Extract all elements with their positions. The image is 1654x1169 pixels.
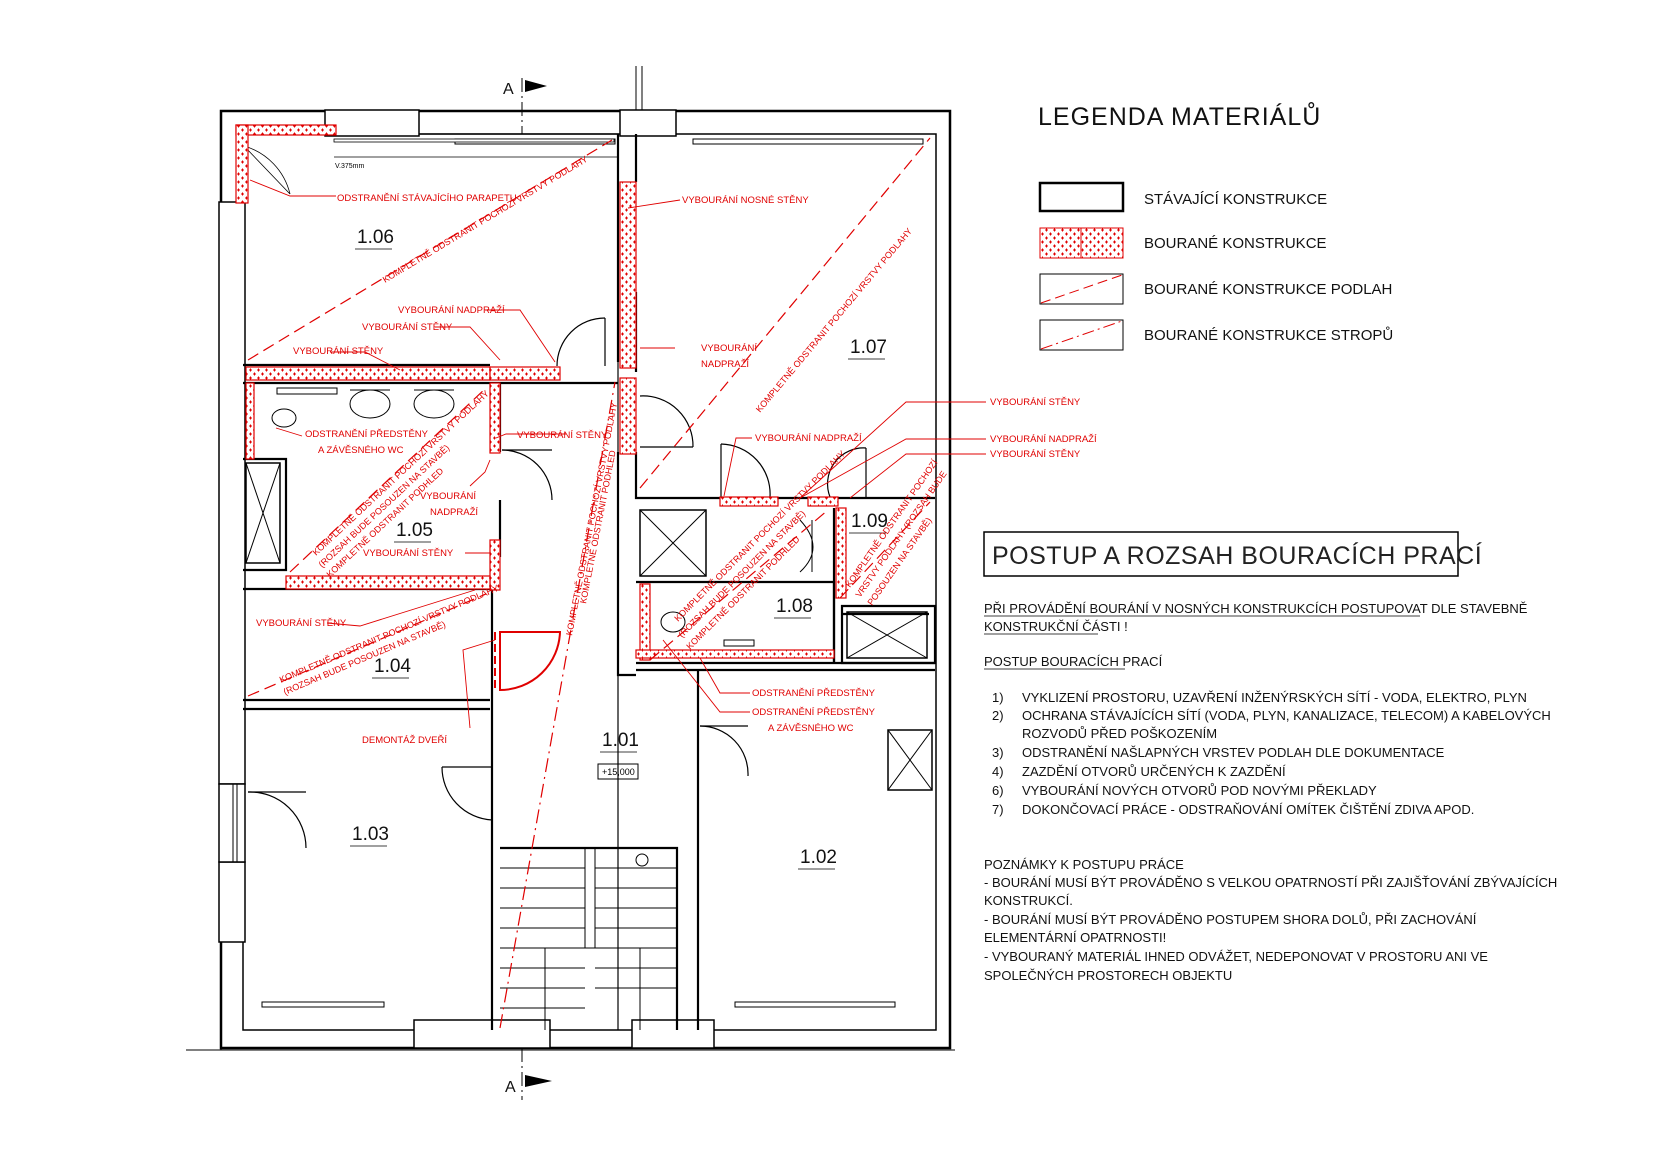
step-number: 3) [992,745,1004,760]
step-number: 7) [992,802,1004,817]
procedure-intro-2: KONSTRUKČNÍ ČÁSTI ! [984,619,1128,634]
left-openings [218,201,246,943]
legend-title: LEGENDA MATERIÁLŮ [1038,100,1321,131]
level-mark: +15,000 [602,767,635,777]
procedure-intro-1: PŘI PROVÁDĚNÍ BOURÁNÍ V NOSNÝCH KONSTRUK… [984,601,1528,616]
legend-label-demolished: BOURANÉ KONSTRUKCE [1144,235,1327,252]
notes-line: ELEMENTÁRNÍ OPATRNOSTI! [984,930,1166,945]
demolished-walls [235,124,847,661]
procedure-steps: 1) VYKLIZENÍ PROSTORU, UZAVŘENÍ INŽENÝRS… [992,690,1551,817]
section-mark-bottom: A [505,1048,552,1100]
step-text: ZAZDĚNÍ OTVORŮ URČENÝCH K ZAZDĚNÍ [1022,764,1286,779]
note-107-floor: KOMPLETNĚ ODSTRANIT POCHOZÍ VRSTVY PODLA… [754,226,914,414]
note-bearing-wall: VYBOURÁNÍ NOSNÉ STĚNY [682,195,809,206]
step-text: ROZVODŮ PŘED POŠKOZENÍM [1022,726,1217,741]
note-wall-7: VYBOURÁNÍ STĚNY [990,449,1081,460]
room-105: 1.05 [396,520,433,541]
room-numbers: 1.06 1.07 1.05 1.09 1.08 1.04 1.01 +15,0… [350,227,888,870]
legend-item-ceiling: BOURANÉ KONSTRUKCE STROPŮ [1039,319,1393,351]
procedure-notes: POZNÁMKY K POSTUPU PRÁCE - BOURÁNÍ MUSÍ … [984,857,1557,983]
notes-line: KONSTRUKCÍ. [984,893,1073,908]
step-number: 2) [992,708,1004,723]
note-wall-5: VYBOURÁNÍ STĚNY [256,618,347,629]
step-text: ODSTRANĚNÍ NAŠLAPNÝCH VRSTEV PODLAH DLE … [1022,745,1445,760]
room-104: 1.04 [374,656,411,677]
note-lintel-2b: NADPRAŽÍ [701,359,749,370]
note-lintel-2a: VYBOURÁNÍ [701,343,757,354]
note-lintel-3a: VYBOURÁNÍ [420,491,476,502]
legend-label-ceiling: BOURANÉ KONSTRUKCE STROPŮ [1144,326,1393,344]
note-wall-3: VYBOURÁNÍ STĚNY [517,430,608,441]
note-lintel-3b: NADPRAŽÍ [430,507,478,518]
note-door-removal: DEMONTÁŽ DVEŘÍ [362,735,447,746]
room-107: 1.07 [850,337,887,358]
room-108: 1.08 [776,596,813,617]
legend-item-existing: STÁVAJÍCÍ KONSTRUKCE [1038,181,1327,213]
section-label-bottom: A [505,1079,516,1096]
note-wall-1: VYBOURÁNÍ STĚNY [362,322,453,333]
notes-line: POZNÁMKY K POSTUPU PRÁCE [984,857,1184,872]
legend-item-floor: BOURANÉ KONSTRUKCE PODLAH [1039,273,1392,305]
note-wall-2: VYBOURÁNÍ STĚNY [293,346,384,357]
note-remove-sill: ODSTRANĚNÍ STÁVAJÍCÍHO PARAPETU [337,193,517,204]
note-prewall-1b: A ZÁVĚSNÉHO WC [318,445,404,456]
demolition-procedure: POSTUP A ROZSAH BOURACÍCH PRACÍ PŘI PROV… [983,531,1557,983]
notes-line: - BOURÁNÍ MUSÍ BÝT PROVÁDĚNO S VELKOU OP… [984,875,1557,890]
interior-walls [243,134,937,1030]
shaft-boxes [245,462,933,791]
procedure-heading: POSTUP BOURACÍCH PRACÍ [984,654,1163,669]
note-wall-6: VYBOURÁNÍ STĚNY [990,397,1081,408]
legend-label-existing: STÁVAJÍCÍ KONSTRUKCE [1144,191,1327,208]
note-prewall-1a: ODSTRANĚNÍ PŘEDSTĚNY [305,429,429,440]
annotations: ODSTRANĚNÍ STÁVAJÍCÍHO PARAPETU VYBOURÁN… [256,193,1097,746]
floor-demolition-lines [247,137,931,1029]
step-text: VYBOURÁNÍ NOVÝCH OTVORŮ POD NOVÝMI PŘEKL… [1022,783,1377,798]
step-number: 1) [992,690,1004,705]
note-prewall-3b: A ZÁVĚSNÉHO WC [768,723,854,734]
room-106: 1.06 [357,227,394,248]
room-103: 1.03 [352,824,389,845]
note-106-floor: KOMPLETNĚ ODSTRANIT POCHOZÍ VRSTVY PODLA… [381,154,589,285]
notes-line: - VYBOURANÝ MATERIÁL IHNED ODVÁŽET, NEDE… [984,949,1488,964]
note-prewall-3a: ODSTRANĚNÍ PŘEDSTĚNY [752,707,876,718]
step-number: 4) [992,764,1004,779]
notes-line: - BOURÁNÍ MUSÍ BÝT PROVÁDĚNO POSTUPEM SH… [984,912,1477,927]
note-wall-4: VYBOURÁNÍ STĚNY [363,548,454,559]
note-109-b: VRSTVY PODLAHY (ROZSAH BUDE [853,469,948,599]
step-text: OCHRANA STÁVAJÍCÍCH SÍTÍ (VODA, PLYN, KA… [1022,708,1551,723]
room-101: 1.01 [602,730,639,751]
annotation-leaders [249,179,986,729]
section-mark-top: A [503,78,547,134]
note-104-scope: (ROZSAH BUDE POSOUZEN NA STAVBĚ) [282,619,447,697]
note-lintel-1: VYBOURÁNÍ NADPRAŽÍ [398,305,505,316]
note-lintel-4: VYBOURÁNÍ NADPRAŽÍ [755,433,862,444]
legend-item-demolished: BOURANÉ KONSTRUKCE [1039,227,1327,259]
note-lintel-5: VYBOURÁNÍ NADPRAŽÍ [990,434,1097,445]
window-height-label: V.375mm [335,163,364,170]
bottom-openings [261,1001,896,1049]
section-label-top: A [503,81,514,98]
note-108-scope: (ROZSAH BUDE POSOUZEN NA STAVBĚ) [676,508,807,639]
procedure-title: POSTUP A ROZSAH BOURACÍCH PRACÍ [992,541,1482,570]
top-windows [324,109,924,145]
step-text: VYKLIZENÍ PROSTORU, UZAVŘENÍ INŽENÝRSKÝC… [1022,690,1527,705]
room-102: 1.02 [800,847,837,868]
material-legend: LEGENDA MATERIÁLŮ STÁVAJÍCÍ KONSTRUKCE B… [1038,100,1393,351]
notes-line: SPOLEČNÝCH PROSTORECH OBJEKTU [984,968,1232,983]
note-prewall-2: ODSTRANĚNÍ PŘEDSTĚNY [752,688,876,699]
note-108-floor: KOMPLETNĚ ODSTRANIT POCHOZÍ VRSTVY PODLA… [672,449,847,624]
step-text: DOKONČOVACÍ PRÁCE - ODSTRAŇOVÁNÍ OMÍTEK … [1022,802,1474,817]
staircase [500,847,677,1030]
legend-label-floor: BOURANÉ KONSTRUKCE PODLAH [1144,281,1392,298]
doors [243,145,867,849]
room-109: 1.09 [851,511,888,532]
step-number: 6) [992,783,1004,798]
removed-door [494,631,562,692]
bathroom-fixtures [271,387,814,647]
